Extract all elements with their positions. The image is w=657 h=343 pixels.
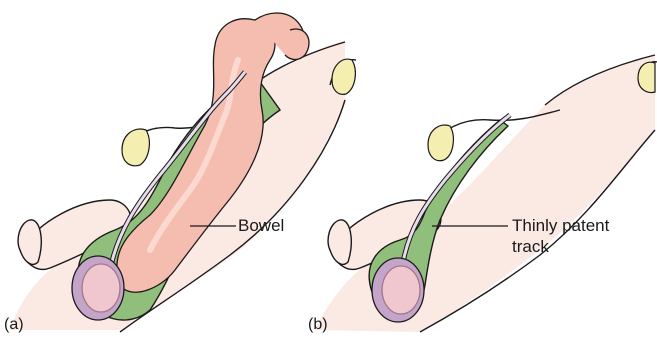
glans-b — [328, 220, 351, 264]
fingernail-a — [122, 129, 149, 166]
thinly-patent-label-line2: track — [512, 237, 549, 257]
fingernail-b — [428, 125, 453, 161]
panel-b-label: (b) — [308, 316, 328, 334]
testis-b — [382, 266, 420, 314]
body-contour-b — [315, 55, 655, 332]
thinly-patent-label-line1: Thinly patent — [512, 216, 609, 236]
fingernail-top-b — [638, 62, 655, 92]
testis-a — [82, 264, 120, 312]
panel-b — [315, 55, 657, 332]
bowel-label: Bowel — [238, 216, 284, 236]
panel-a-label: (a) — [4, 316, 24, 334]
panel-a — [10, 13, 356, 332]
glans-a — [18, 220, 41, 264]
